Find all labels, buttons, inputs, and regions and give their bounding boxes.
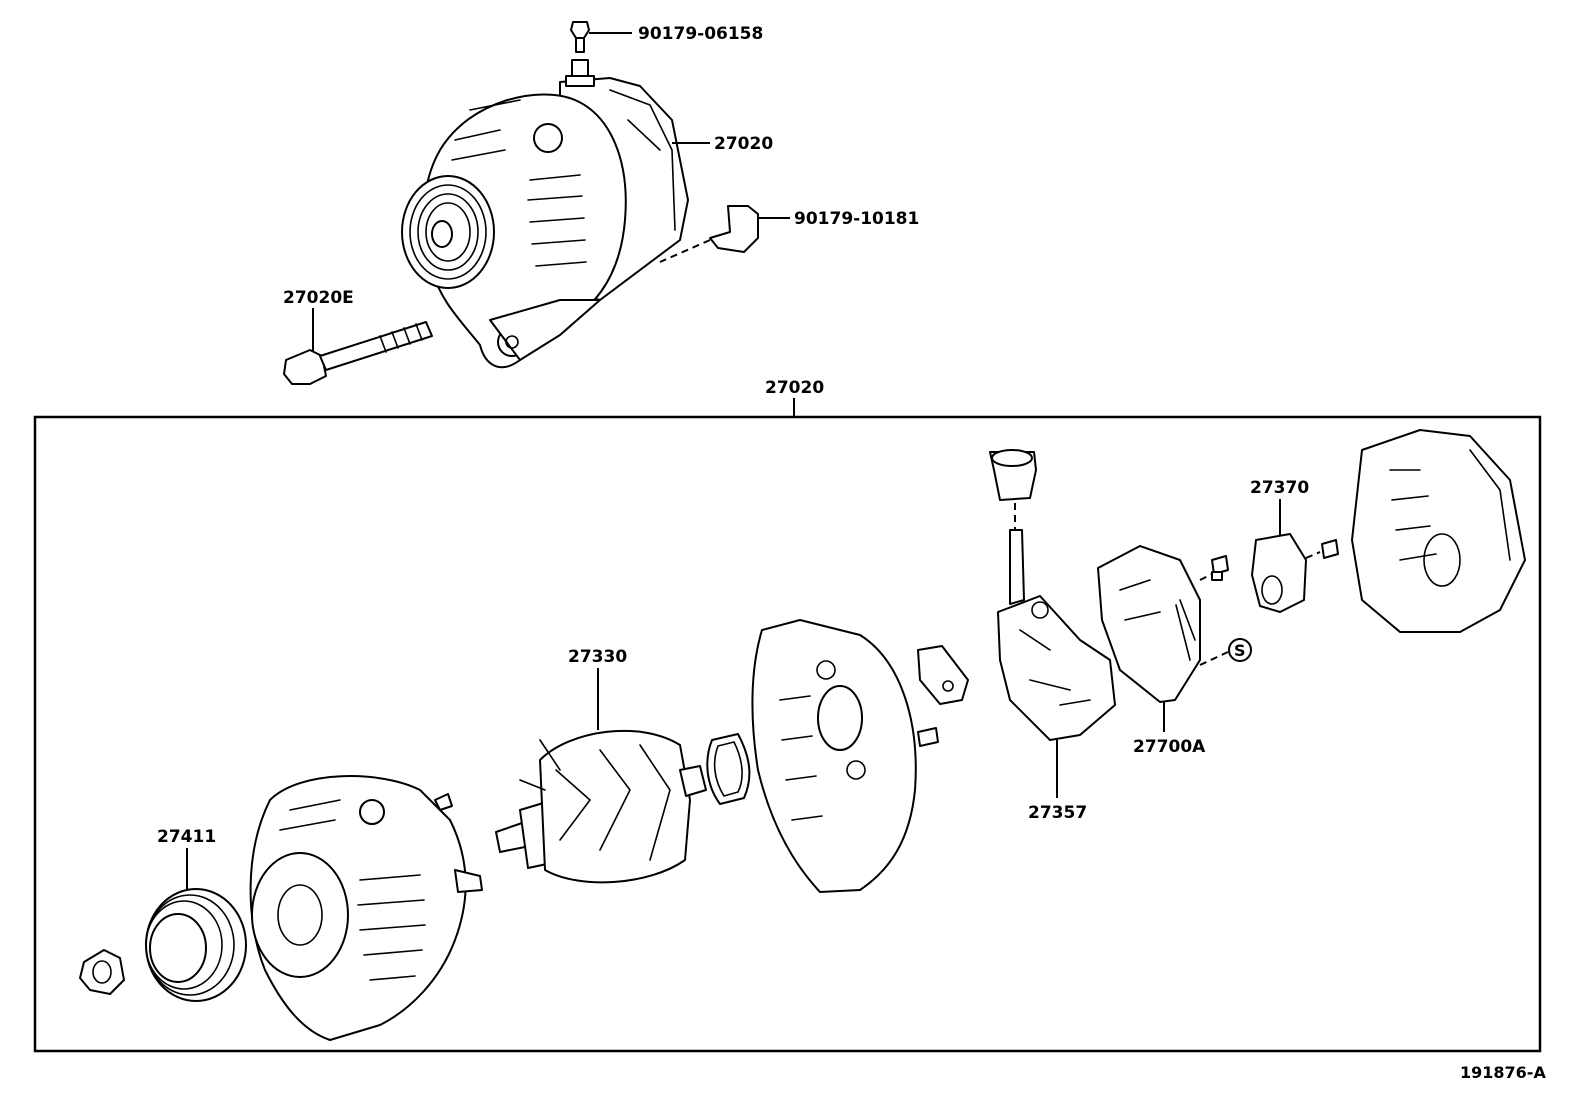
label-27330: 27330: [568, 647, 627, 667]
s-marker: S: [1228, 638, 1252, 662]
pulley-nut: [79, 949, 125, 995]
figure-reference: 191876-A: [1460, 1063, 1546, 1082]
terminal-insulator: [989, 449, 1037, 530]
label-27020-assembly: 27020: [714, 134, 773, 154]
rotor: 27330: [495, 647, 707, 884]
label-27357: 27357: [1028, 803, 1087, 823]
label-27370: 27370: [1250, 478, 1309, 498]
rectifier-end-frame: [751, 619, 939, 893]
alternator-assembly: [401, 59, 710, 369]
rectifier: 27357: [997, 529, 1116, 823]
spacer-ring: [706, 733, 751, 805]
label-27411: 27411: [157, 827, 216, 847]
exploded-view-frame: [33, 415, 1542, 1053]
label-90179-06158: 90179-06158: [638, 24, 763, 44]
label-27020-group: 27020: [765, 378, 824, 398]
insulator: [917, 645, 969, 705]
rear-end-cover: [1351, 429, 1526, 633]
screw-regulator: [1211, 555, 1229, 581]
label-27020e: 27020E: [283, 288, 354, 308]
label-27700a: 27700A: [1133, 737, 1206, 757]
through-bolt: 27020E: [283, 288, 433, 385]
brush-holder: 27370: [1250, 478, 1321, 613]
top-bolt: [570, 21, 632, 53]
drive-end-frame: [249, 775, 483, 1041]
label-90179-10181: 90179-10181: [794, 209, 919, 229]
regulator: 27700A: [1097, 545, 1229, 757]
pulley: 27411: [145, 827, 247, 1002]
screw-brush: [1321, 539, 1339, 559]
terminal-cover: [659, 205, 790, 263]
s-marker-label: S: [1234, 641, 1246, 660]
